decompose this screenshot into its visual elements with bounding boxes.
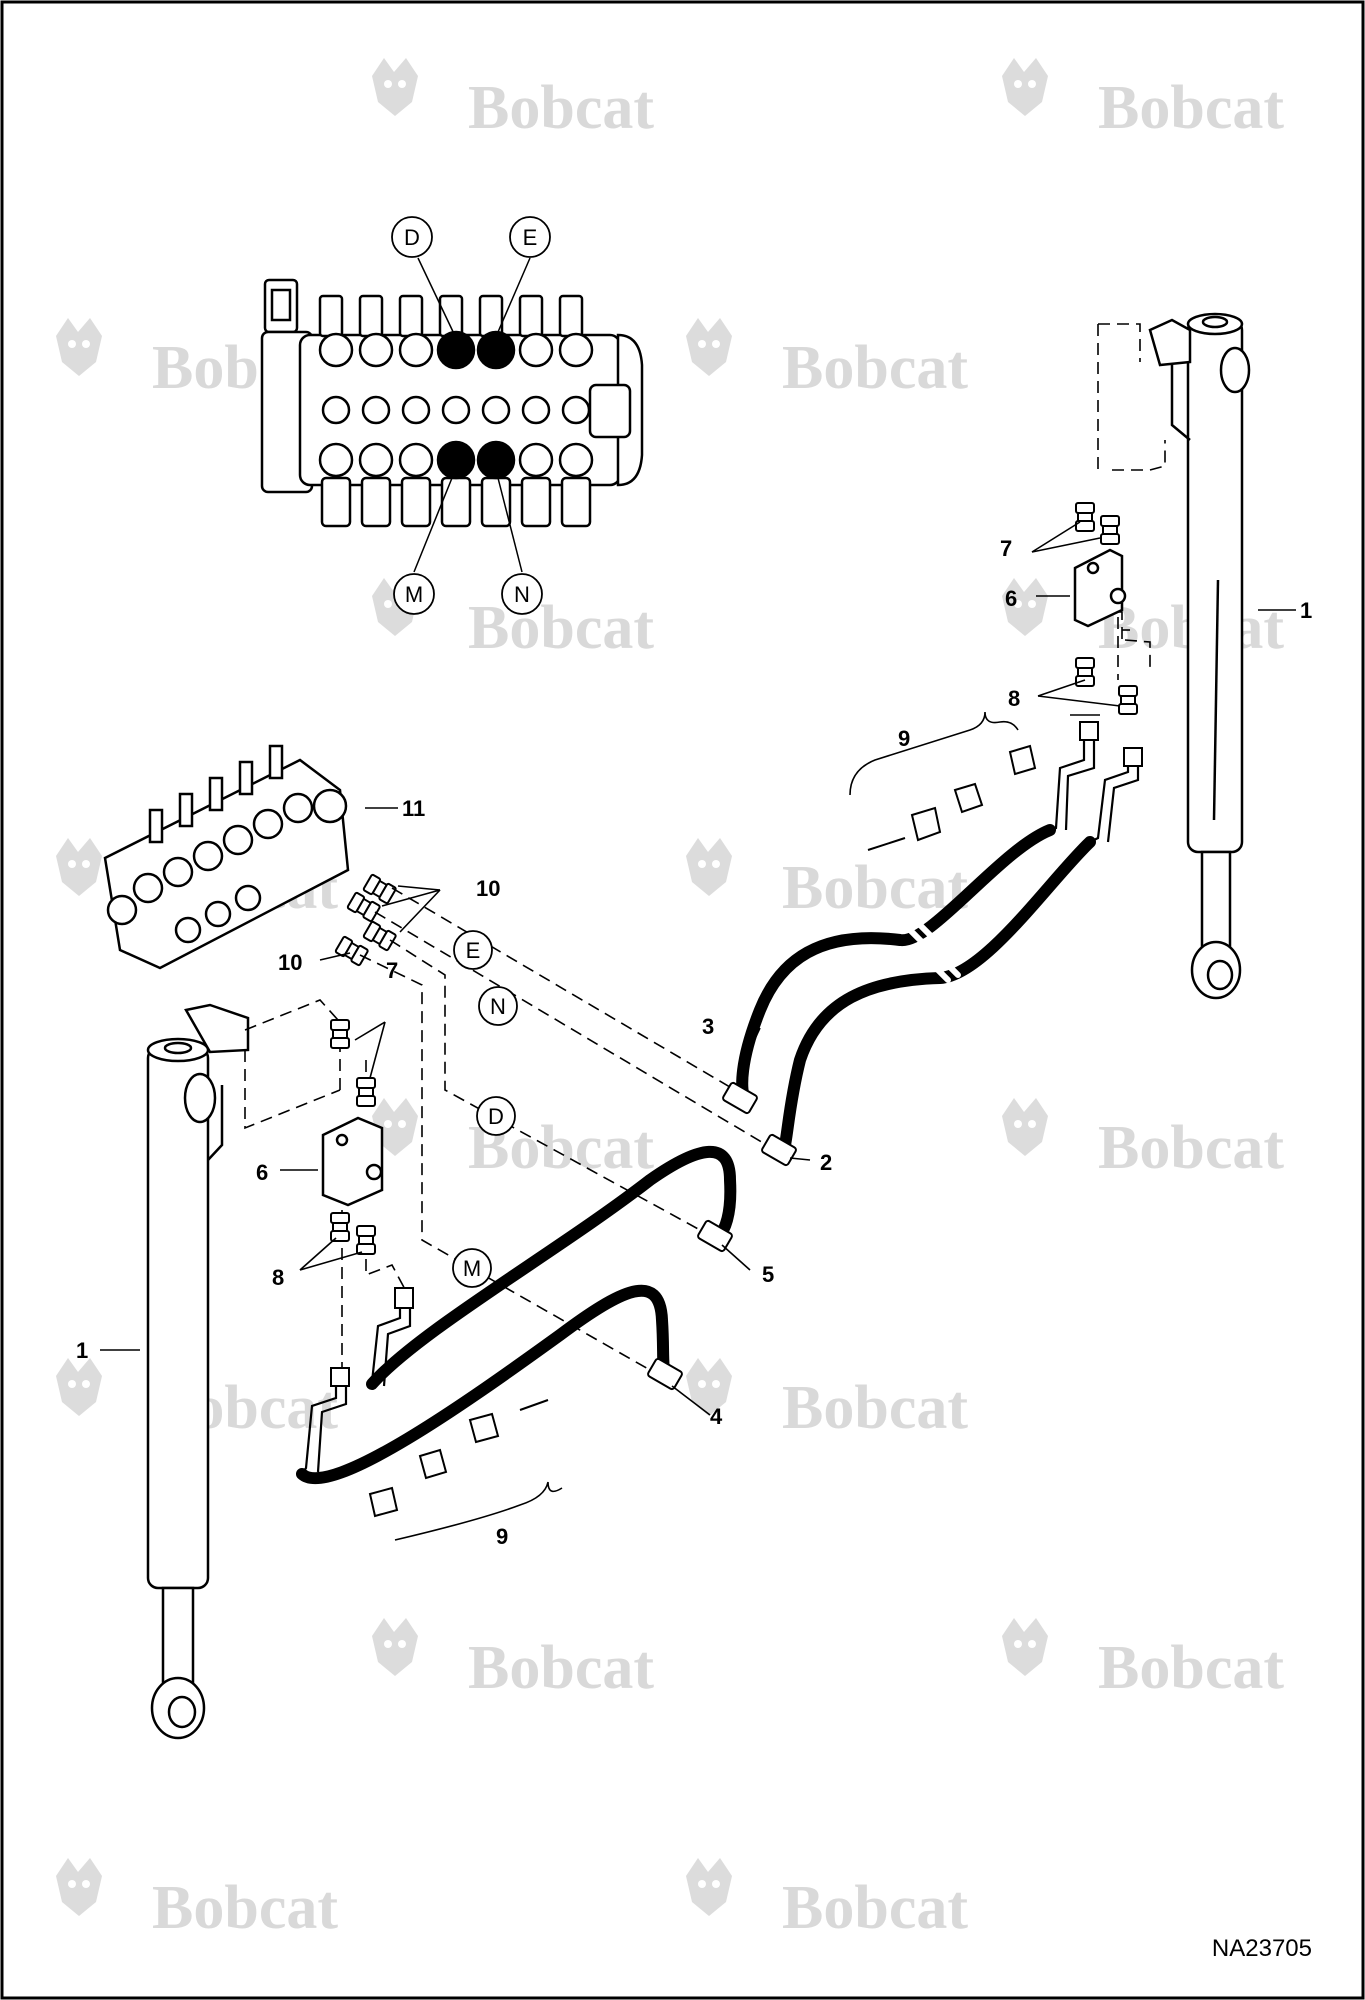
fittings-8-right [1075, 657, 1138, 715]
tube-fitting-right-lower [1123, 747, 1143, 767]
callout-4: 4 [710, 1404, 723, 1429]
callout-9-right: 9 [898, 726, 910, 751]
callout-7-right: 7 [1000, 536, 1012, 561]
bracket-9-left [394, 1481, 563, 1541]
bobcat-logo-watermark: Bobcat [56, 1858, 338, 1942]
svg-text:M: M [405, 582, 423, 607]
callout-6-left: 6 [256, 1160, 268, 1185]
callout-numbers: 1 1 2 3 4 5 6 6 7 7 8 8 9 9 10 10 11 [76, 536, 1312, 1549]
watermark-text: Bobcat [782, 854, 968, 922]
hose-3 [736, 824, 1056, 1106]
callout-8-left: 8 [272, 1265, 284, 1290]
callout-7-left: 7 [386, 958, 398, 983]
control-valve-side-view [103, 744, 350, 970]
hose-2 [779, 836, 1096, 1151]
callout-6-right: 6 [1005, 586, 1017, 611]
bobcat-logo-watermark: Bobcat [1002, 1618, 1284, 1702]
hose-end-fittings [647, 1081, 797, 1391]
hose-clamp-right [867, 744, 1037, 851]
top-port-labels: D E M N [391, 216, 551, 615]
manifold-block-left [321, 1116, 384, 1207]
callout-5: 5 [762, 1262, 774, 1287]
watermark-text: Bobcat [1098, 74, 1284, 142]
bobcat-logo-watermark: Bobcat [372, 58, 654, 142]
callout-2: 2 [820, 1150, 832, 1175]
mid-port-labels: E N D M [452, 930, 518, 1288]
bobcat-logo-watermark: Bobcat [686, 1858, 968, 1942]
hose-5 [366, 1145, 737, 1390]
watermark-text: Bobcat [782, 334, 968, 402]
watermark-text: Bobcat [782, 1374, 968, 1442]
svg-text:D: D [404, 225, 420, 250]
port-label-e-mid: E [453, 930, 493, 970]
port-label-e: E [509, 216, 551, 258]
fittings-7-left [330, 1019, 376, 1107]
bobcat-logo-watermark: Bobcat [686, 318, 968, 402]
hydraulic-cylinder-left [146, 1003, 250, 1740]
port-label-d-mid: D [476, 1096, 516, 1136]
bobcat-logo-watermark: Bobcat [686, 838, 968, 922]
watermark-text: Bobcat [152, 1874, 338, 1942]
tube-fitting-left-upper [394, 1287, 414, 1309]
port-label-d: D [391, 216, 433, 258]
callout-1-left: 1 [76, 1338, 88, 1363]
port-label-n-mid: N [478, 986, 518, 1026]
watermark-text: Bobcat [1098, 1114, 1284, 1182]
watermark-text: Bobcat [468, 1634, 654, 1702]
bobcat-logo-watermark: Bobcat [372, 578, 654, 662]
callout-11: 11 [402, 796, 425, 821]
bobcat-logo-watermark: Bobcat [1002, 58, 1284, 142]
port-label-m: M [393, 573, 435, 615]
watermark-text: Bobcat [1098, 1634, 1284, 1702]
tube-fitting-right-upper [1079, 721, 1099, 741]
port-label-m-mid: M [452, 1248, 492, 1288]
bobcat-logo-watermark: Bobcat [1002, 1098, 1284, 1182]
fittings-8-left [330, 1212, 376, 1255]
hose-break-mark [925, 952, 961, 983]
callout-leaders [100, 521, 1296, 1416]
manifold-block-right [1073, 548, 1127, 628]
watermark-layer: Bobcat Bobcat Bobcat Bobcat Bobcat Bobca… [56, 58, 1284, 1942]
figure-id: NA23705 [1212, 1935, 1312, 1962]
watermark-text: Bobcat [468, 74, 654, 142]
bobcat-logo-watermark: Bobcat [372, 1618, 654, 1702]
control-valve-front-view [260, 278, 644, 528]
tube-fitting-left-lower [330, 1367, 350, 1387]
svg-text:N: N [490, 994, 506, 1019]
hydraulic-cylinder-right [1148, 312, 1251, 1000]
fittings-10 [334, 873, 398, 967]
callout-8-right: 8 [1008, 686, 1020, 711]
hose-4 [296, 1284, 671, 1485]
svg-text:E: E [523, 225, 538, 250]
bobcat-logo-watermark: Bobcat [686, 1358, 968, 1442]
svg-text:D: D [488, 1104, 504, 1129]
watermark-text: Bobcat [782, 1874, 968, 1942]
callout-9-left: 9 [496, 1524, 508, 1549]
hoses [296, 824, 1096, 1485]
svg-text:M: M [463, 1256, 481, 1281]
callout-10-top: 10 [476, 876, 500, 901]
callout-3: 3 [702, 1014, 714, 1039]
hose-clamp-left [368, 1399, 549, 1518]
bracket-9-right [849, 711, 1019, 796]
watermark-text: Bobcat [468, 594, 654, 662]
port-label-n: N [501, 573, 543, 615]
hose-break-mark [902, 917, 938, 948]
callout-10-bottom: 10 [278, 950, 302, 975]
svg-text:E: E [466, 938, 481, 963]
dashed-connections [244, 323, 1166, 1371]
svg-text:N: N [514, 582, 530, 607]
top-port-leaders [413, 257, 531, 573]
callout-1-right: 1 [1300, 598, 1312, 623]
